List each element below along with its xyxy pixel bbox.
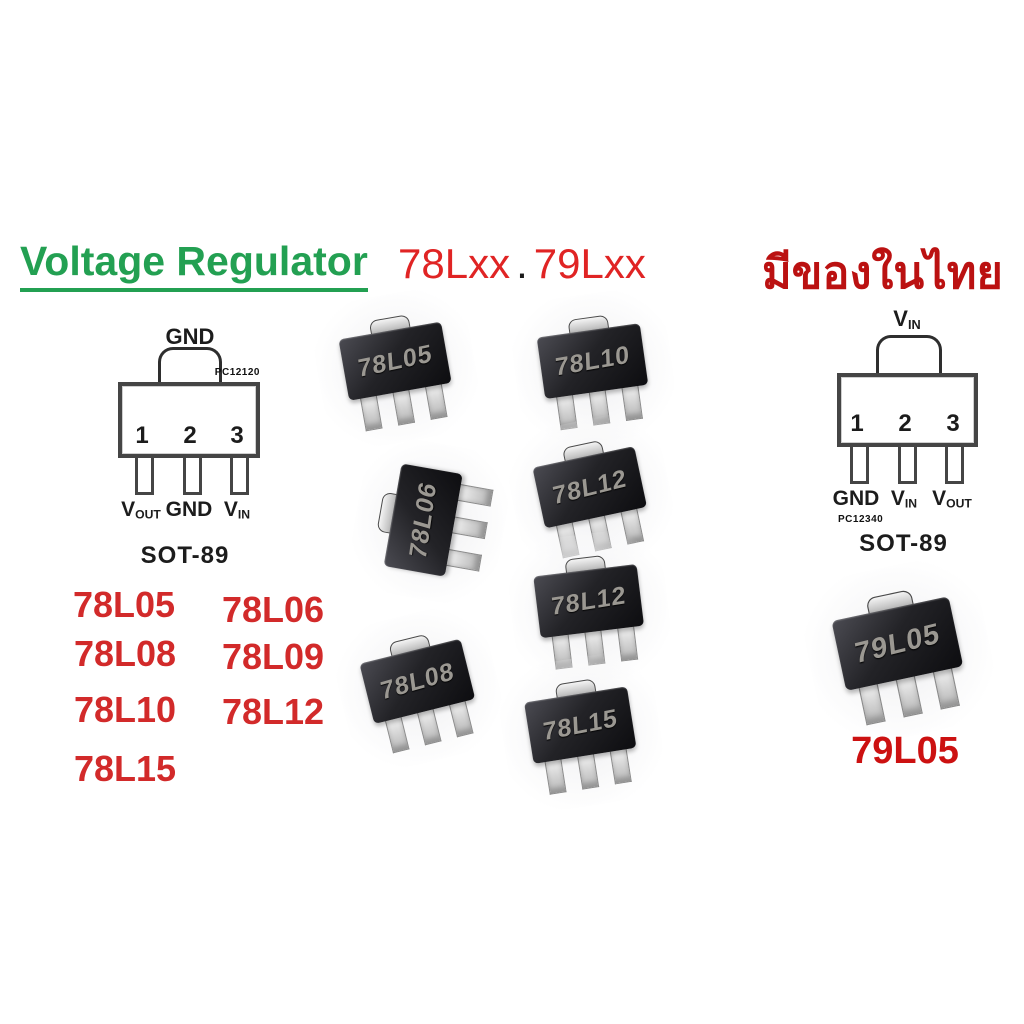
chip-photo-78l15: 78L15 bbox=[522, 673, 642, 800]
chip-photo-78l08: 78L08 bbox=[356, 625, 484, 759]
part-number-78l09: 78L09 bbox=[222, 636, 325, 677]
right-diagram-package-body bbox=[837, 373, 978, 447]
left-pin-label-2: GND bbox=[165, 498, 213, 521]
right-diagram-leg-1 bbox=[850, 447, 869, 484]
left-diagram-part-code: PC12120 bbox=[214, 367, 260, 378]
part-number-78l10: 78L10 bbox=[74, 689, 177, 730]
left-diagram-tab-outline bbox=[158, 347, 222, 385]
chip-photo-78l06: 78L06 bbox=[370, 461, 498, 583]
part-number-78l08: 78L08 bbox=[74, 633, 177, 674]
chip-body: 78L12 bbox=[533, 563, 645, 639]
part-number-78l12: 78L12 bbox=[222, 691, 325, 732]
chip-marking: 79L05 bbox=[853, 616, 942, 670]
chip-photo-79l05: 79L05 bbox=[828, 581, 972, 732]
chip-marking: 78L12 bbox=[550, 580, 627, 621]
right-diagram-top-pin-label: VIN bbox=[893, 306, 921, 332]
chip-marking: 78L15 bbox=[542, 703, 619, 746]
chip-marking: 78L12 bbox=[551, 463, 629, 510]
right-diagram-part-code: PC12340 bbox=[838, 514, 884, 525]
series-heading: 78Lxx.79Lxx bbox=[398, 240, 646, 288]
left-diagram-top-pin-label: GND bbox=[165, 324, 215, 349]
left-pin-label-1: VOUT bbox=[121, 498, 161, 522]
left-pin-number-1: 1 bbox=[135, 422, 149, 449]
right-diagram-package-name: SOT-89 bbox=[859, 530, 948, 557]
left-diagram-leg-1 bbox=[135, 458, 154, 495]
right-pin-label-1: GND bbox=[832, 487, 880, 510]
right-diagram-leg-2 bbox=[898, 447, 917, 484]
series-78lxx: 78Lxx bbox=[398, 240, 511, 287]
page-title: Voltage Regulator bbox=[20, 238, 368, 292]
thai-availability-note: มีของในไทย bbox=[762, 247, 1003, 298]
right-diagram-tab-outline bbox=[876, 335, 942, 376]
chip-photo-78l05: 78L05 bbox=[336, 308, 458, 436]
right-pin-label-3: VOUT bbox=[932, 487, 972, 511]
chip-marking: 78L06 bbox=[403, 478, 442, 562]
left-diagram-leg-3 bbox=[230, 458, 249, 495]
right-diagram-leg-3 bbox=[945, 447, 964, 484]
left-diagram-package-name: SOT-89 bbox=[140, 542, 230, 569]
right-pin-number-3: 3 bbox=[946, 410, 960, 437]
part-number-78l05: 78L05 bbox=[73, 584, 176, 625]
chip-marking: 78L08 bbox=[378, 656, 456, 706]
left-diagram-package-body bbox=[118, 382, 260, 458]
left-pin-number-3: 3 bbox=[230, 422, 244, 449]
right-pin-number-2: 2 bbox=[898, 410, 912, 437]
part-number-78l15: 78L15 bbox=[74, 748, 177, 789]
right-pin-label-2: VIN bbox=[890, 487, 918, 511]
series-separator: . bbox=[516, 240, 528, 287]
right-pin-number-1: 1 bbox=[850, 410, 864, 437]
chip-marking: 78L10 bbox=[554, 339, 631, 382]
left-pin-label-3: VIN bbox=[223, 498, 251, 522]
series-79lxx: 79Lxx bbox=[533, 240, 646, 287]
left-diagram-leg-2 bbox=[183, 458, 202, 495]
part-number-78l06: 78L06 bbox=[222, 589, 325, 630]
chip-marking: 78L05 bbox=[356, 338, 434, 383]
left-pin-number-2: 2 bbox=[183, 422, 197, 449]
right-photo-caption-79l05: 79L05 bbox=[851, 730, 959, 772]
